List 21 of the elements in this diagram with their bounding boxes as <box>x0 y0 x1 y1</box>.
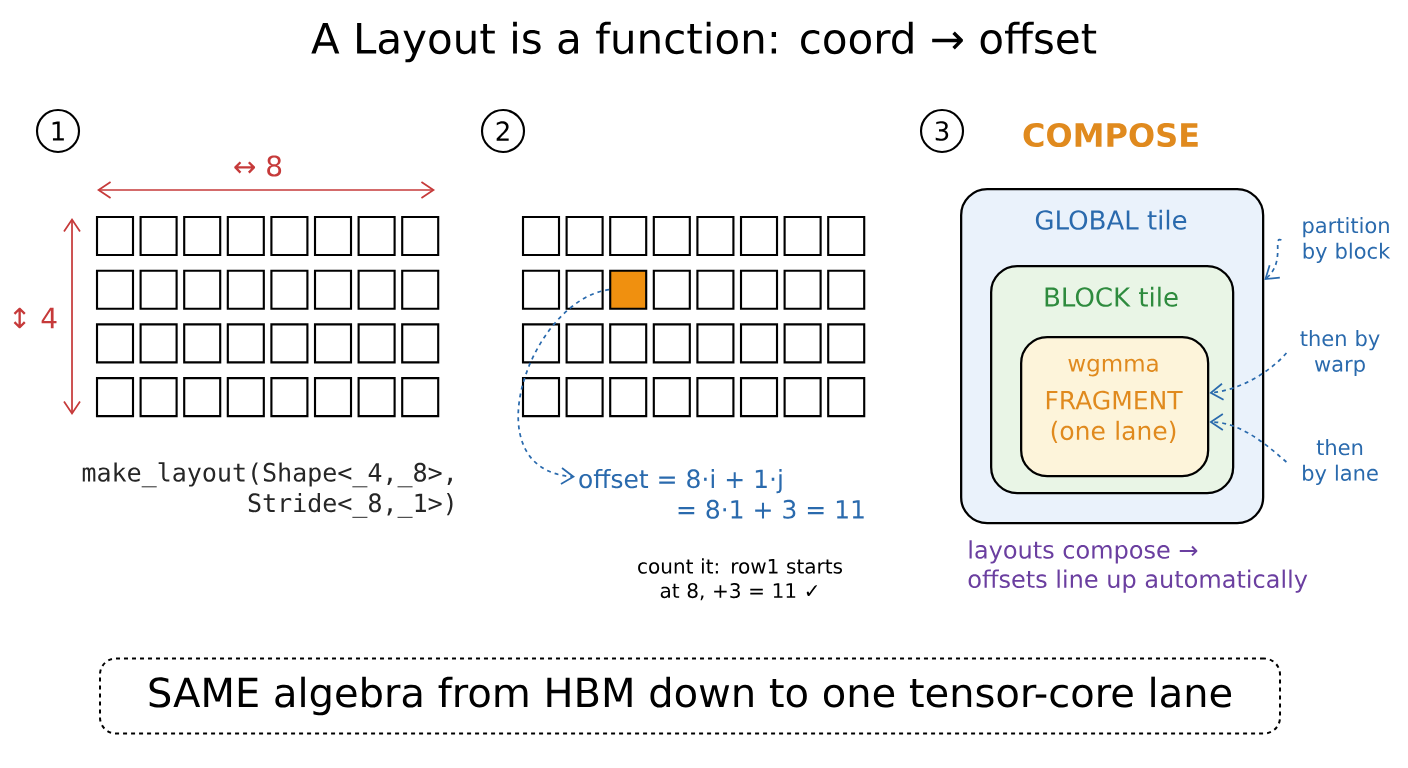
step-number: 3 <box>919 108 965 154</box>
highlighted-cell <box>609 269 648 310</box>
dashed-arrow <box>517 288 610 485</box>
dashed-arrow <box>1209 352 1288 401</box>
tile-box: wgmma FRAGMENT (one lane) <box>1020 336 1210 478</box>
dimension-label: ↕ 4 <box>13 307 57 329</box>
note-text: then by lane <box>1303 439 1378 485</box>
summary-banner: SAME algebra from HBM down to one tensor-core lane <box>99 657 1281 735</box>
step-number: 2 <box>480 108 526 154</box>
note-text: partition by block <box>1303 217 1391 263</box>
caption-text: layouts compose → offsets line up automatically <box>968 540 1308 593</box>
title: A Layout is a function: coord → offset <box>311 21 1097 63</box>
note-text: then by warp <box>1300 330 1380 376</box>
heading: COMPOSE <box>1023 122 1198 148</box>
dimension-label: ↔ 8 <box>234 155 282 177</box>
dashed-arrow <box>1209 413 1288 463</box>
step-number: 1 <box>35 108 81 154</box>
code-text: make_layout(Shape<_4,_8>, Stride<_8,_1>) <box>82 462 453 518</box>
equation-text: offset = 8·i + 1·j = 8·1 + 3 = 11 <box>579 468 864 519</box>
dashed-arrow <box>1264 238 1283 280</box>
note-text: count it: row1 starts at 8, +3 = 11 ✓ <box>638 558 842 601</box>
